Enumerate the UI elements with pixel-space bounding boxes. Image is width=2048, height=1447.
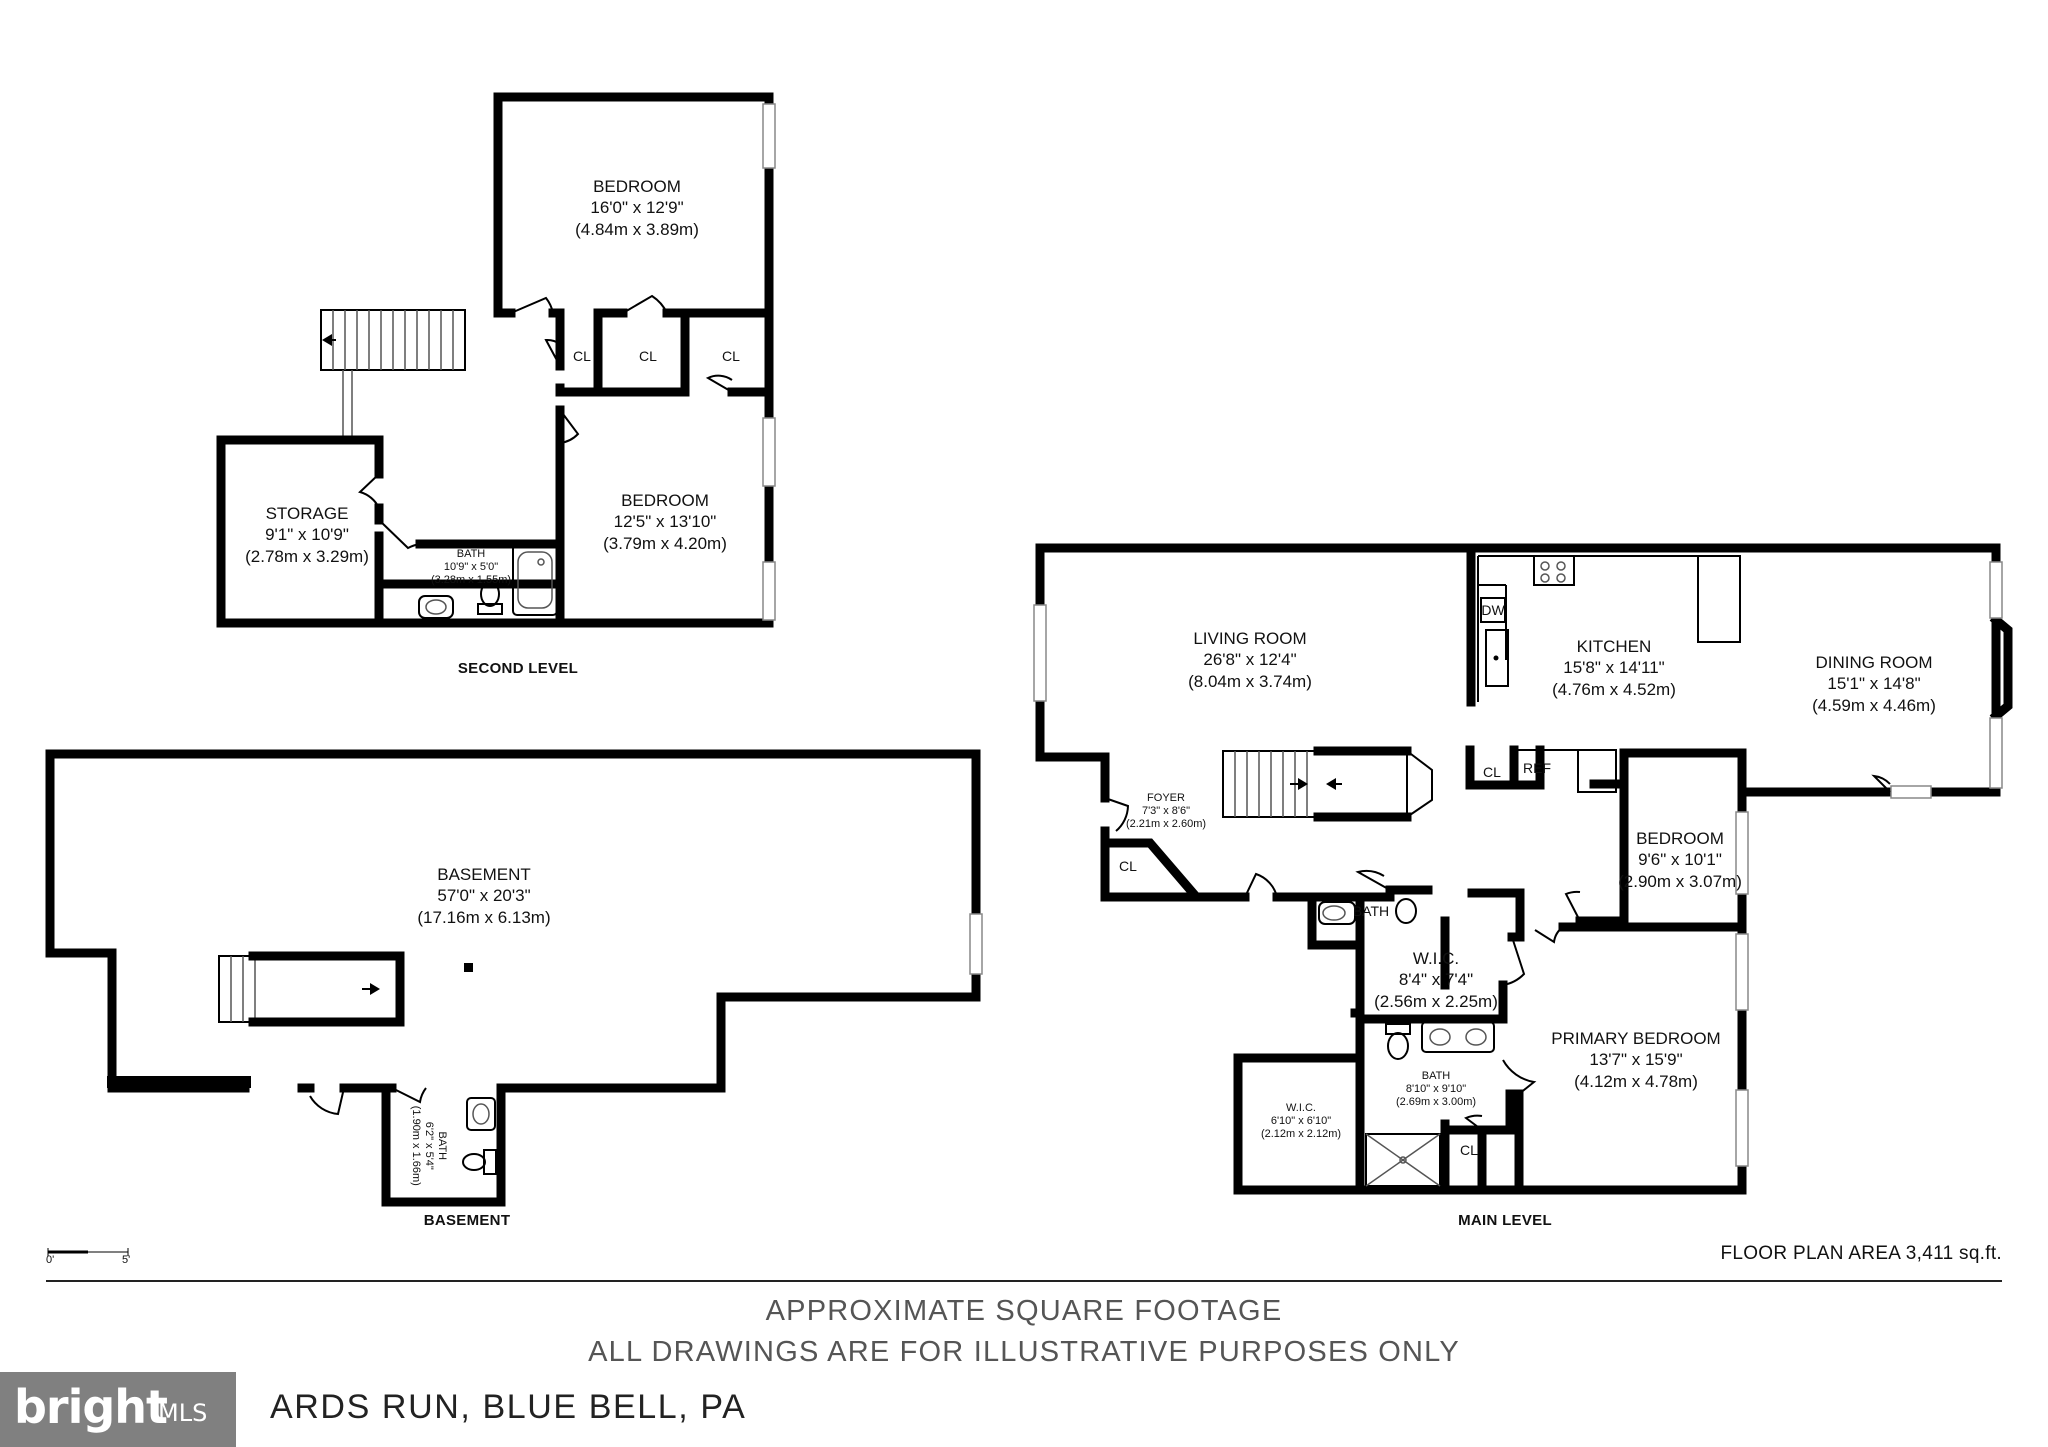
scale-bar [47,1248,129,1256]
room-label-second-bath: BATH 10'9" x 5'0" (3.28m x 1.55m) [431,548,511,588]
room-name: FOYER [1147,792,1185,804]
room-dims: 8'4" x 7'4" [1398,970,1474,990]
room-dims: 26'8" x 12'4" [1203,650,1297,670]
closet-label: CL [722,348,740,364]
room-name: KITCHEN [1576,637,1652,656]
closet-label: CL [1483,764,1501,780]
main-level-stair [1222,746,1433,822]
room-name: BATH [1421,1070,1451,1082]
room-label-kitchen: KITCHEN 15'8" x 14'11" (4.76m x 4.52m) [1552,636,1676,700]
floor-plan-area: FLOOR PLAN AREA 3,411 sq.ft. [1720,1243,2002,1264]
room-metric: (2.90m x 3.07m) [1618,871,1742,891]
room-dims: 12'5" x 13'10" [613,512,717,532]
main-level-plan [1033,543,2013,1195]
closet-label: CL [1460,1142,1478,1158]
room-dims: 10'9" x 5'0" [443,561,499,574]
refrigerator-label: REF [1523,760,1551,776]
room-label-wic-1: W.I.C. 8'4" x 7'4" (2.56m x 2.25m) [1374,948,1498,1012]
room-dims: 16'0" x 12'9" [590,198,684,218]
room-label-basement-bath: BATH 6'2" x 5'4" (1.90m x 1.66m) [408,1105,448,1186]
room-dims: 8'10" x 9'10" [1405,1083,1467,1096]
room-metric: (4.76m x 4.52m) [1552,679,1676,699]
room-dims: 9'1" x 10'9" [265,525,349,545]
room-label-foyer: FOYER 7'3" x 8'6" (2.21m x 2.60m) [1126,792,1206,832]
divider-line [46,1280,2002,1282]
room-dims: 15'8" x 14'11" [1563,658,1665,678]
room-metric: (3.28m x 1.55m) [430,574,512,587]
second-level-stair [320,309,466,436]
logo-brand: bright [14,1380,168,1434]
room-dims: 9'6" x 10'1" [1638,850,1722,870]
room-label-storage: STORAGE 9'1" x 10'9" (2.78m x 3.29m) [245,503,369,567]
logo-suffix: MLS [158,1399,208,1427]
basement-plan [45,749,983,1207]
room-name: BASEMENT [437,865,531,884]
closet-label: CL [573,348,591,364]
room-name: BEDROOM [621,491,709,510]
dishwasher-label: DW [1481,602,1505,618]
room-name: BATH [456,548,486,560]
room-metric: (2.21m x 2.60m) [1125,818,1207,831]
room-dims: 7'3" x 8'6" [1141,805,1191,818]
room-metric: (17.16m x 6.13m) [417,907,551,927]
room-name: STORAGE [265,504,349,523]
room-label-wic-2: W.I.C. 6'10" x 6'10" (2.12m x 2.12m) [1261,1102,1341,1142]
level-title-basement: BASEMENT [423,1212,511,1229]
note-illustrative: ALL DRAWINGS ARE FOR ILLUSTRATIVE PURPOS… [588,1336,1460,1368]
scale-start: 0' [46,1254,55,1266]
room-metric: (8.04m x 3.74m) [1188,671,1312,691]
room-metric: (4.12m x 4.78m) [1574,1071,1698,1091]
room-dims: 6'2" x 5'4" [422,1121,435,1170]
room-name: DINING ROOM [1815,653,1933,672]
room-metric: (4.59m x 4.46m) [1812,695,1936,715]
second-level-plan [216,92,776,628]
room-metric: (2.12m x 2.12m) [1260,1128,1342,1141]
room-label-second-bedroom-1: BEDROOM 16'0" x 12'9" (4.84m x 3.89m) [575,176,699,240]
room-dims: 13'7" x 15'9" [1589,1050,1683,1070]
room-metric: (3.79m x 4.20m) [603,533,727,553]
room-label-second-bedroom-2: BEDROOM 12'5" x 13'10" (3.79m x 4.20m) [603,490,727,554]
room-name: BEDROOM [593,177,681,196]
bath-label: BATH [1352,903,1390,919]
room-label-basement: BASEMENT 57'0" x 20'3" (17.16m x 6.13m) [417,864,550,928]
room-name: LIVING ROOM [1193,629,1307,648]
property-address: ARDS RUN, BLUE BELL, PA [270,1388,747,1426]
level-title-second: SECOND LEVEL [457,660,579,677]
room-metric: (2.78m x 3.29m) [245,546,369,566]
room-dims: 15'1" x 14'8" [1827,674,1921,694]
room-name: BATH [435,1131,448,1161]
level-title-main: MAIN LEVEL [1458,1212,1552,1229]
room-metric: (2.69m x 3.00m) [1395,1096,1477,1109]
room-label-primary-bath: BATH 8'10" x 9'10" (2.69m x 3.00m) [1396,1070,1476,1110]
room-dims: 57'0" x 20'3" [437,886,531,906]
basement-stair [218,951,405,1027]
room-name: BEDROOM [1636,829,1724,848]
room-name: PRIMARY BEDROOM [1551,1029,1721,1048]
closet-label: CL [1119,858,1137,874]
room-label-main-bedroom: BEDROOM 9'6" x 10'1" (2.90m x 3.07m) [1618,828,1742,892]
room-metric: (4.84m x 3.89m) [575,219,699,239]
bright-mls-logo: bright MLS [0,1372,236,1447]
room-label-living-room: LIVING ROOM 26'8" x 12'4" (8.04m x 3.74m… [1188,628,1312,692]
room-name: W.I.C. [1412,949,1460,968]
scale-end: 5' [122,1254,131,1266]
room-metric: (1.90m x 1.66m) [409,1105,422,1186]
scale-labels: 0' 5' [46,1248,130,1266]
room-dims: 6'10" x 6'10" [1270,1115,1332,1128]
room-label-dining-room: DINING ROOM 15'1" x 14'8" (4.59m x 4.46m… [1812,652,1936,716]
room-label-primary-bedroom: PRIMARY BEDROOM 13'7" x 15'9" (4.12m x 4… [1551,1028,1720,1092]
closet-label: CL [639,348,657,364]
room-metric: (2.56m x 2.25m) [1374,991,1498,1011]
note-approximate: APPROXIMATE SQUARE FOOTAGE [765,1295,1283,1327]
room-name: W.I.C. [1286,1102,1316,1114]
